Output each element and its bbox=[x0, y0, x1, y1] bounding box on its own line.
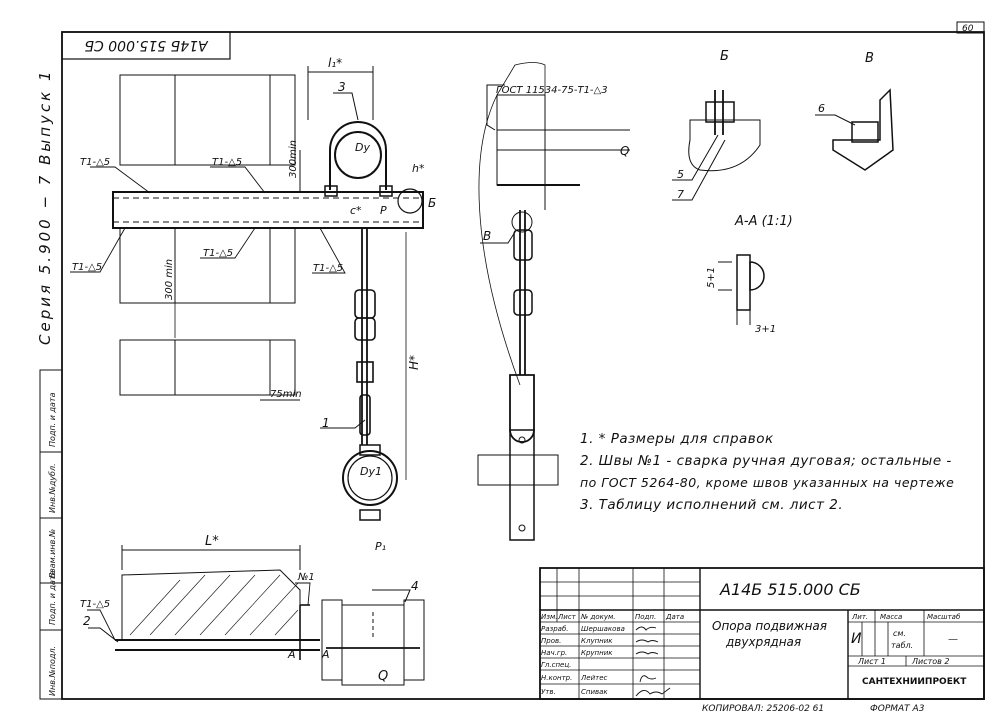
plan-view bbox=[112, 66, 424, 521]
weld-3: Т1-△5 bbox=[203, 248, 233, 259]
view-V-title: В bbox=[865, 51, 874, 66]
note-2-cont: по ГОСТ 5264-80, кроме швов указанных на… bbox=[580, 475, 955, 490]
doc-code-box bbox=[61, 31, 231, 60]
dim-L: L* bbox=[205, 534, 219, 549]
role-3: Гл.спец. bbox=[541, 661, 571, 669]
role-5: Утв. bbox=[541, 688, 556, 696]
weld-2: Т1-△5 bbox=[212, 157, 242, 168]
title-name-1: Опора подвижная bbox=[712, 619, 827, 633]
name-0: Шершакова bbox=[581, 625, 625, 633]
head-izm: Изм. bbox=[541, 613, 557, 621]
dim-c: c* bbox=[350, 204, 362, 217]
title-code: А14Б 515.000 СБ bbox=[719, 580, 861, 599]
organization: САНТЕХНИИПРОЕКТ bbox=[862, 677, 967, 687]
page-number: 60 bbox=[962, 24, 974, 34]
name-4: Лейтес bbox=[580, 674, 608, 682]
dim-5: 5+1 bbox=[706, 267, 717, 288]
signatures bbox=[635, 626, 671, 697]
weld-5: Т1-△5 bbox=[313, 263, 343, 274]
view-B-title: Б bbox=[720, 49, 729, 64]
dim-300-side: 300 min bbox=[164, 259, 175, 300]
strip-dup-inv: Инв.№дубл. bbox=[48, 463, 57, 513]
role-1: Пров. bbox=[541, 637, 561, 645]
role-4: Н.контр. bbox=[541, 674, 572, 682]
label-Dy1: Dу1 bbox=[360, 465, 382, 478]
weld-callouts bbox=[70, 166, 346, 641]
label-Dy: Dу bbox=[355, 141, 370, 154]
name-2: Крупник bbox=[581, 649, 613, 657]
dim-h: h* bbox=[412, 162, 425, 175]
head-list: Лист bbox=[557, 613, 577, 621]
label-P: P bbox=[380, 204, 387, 217]
side-view bbox=[477, 62, 630, 541]
label-P1: P₁ bbox=[375, 540, 386, 553]
section-AA-title: А-А (1:1) bbox=[734, 214, 793, 229]
lit-value: И bbox=[851, 631, 862, 647]
mark-5: 5 bbox=[677, 168, 684, 181]
title-name-2: двухрядная bbox=[725, 635, 801, 649]
sheet-frame bbox=[61, 21, 985, 700]
mark-4: 4 bbox=[411, 579, 419, 593]
scale-label: Масштаб bbox=[927, 613, 961, 621]
note-1: 1. * Размеры для справок bbox=[580, 431, 774, 447]
weld-no1: №1 bbox=[297, 572, 315, 583]
dim-75: 75min bbox=[270, 389, 302, 400]
mark-6: 6 bbox=[818, 102, 825, 115]
strip-inv-no: Инв.№подл. bbox=[48, 646, 57, 696]
role-2: Нач.гр. bbox=[541, 649, 567, 657]
drawing-notes: 1. * Размеры для справок 2. Швы №1 - сва… bbox=[580, 428, 980, 516]
head-sign: Подп. bbox=[635, 613, 656, 621]
mass-value-1: см. bbox=[893, 629, 906, 638]
section-A-left: А bbox=[287, 648, 296, 661]
dim-H: H* bbox=[407, 355, 421, 370]
bottom-view-hatch bbox=[129, 574, 299, 636]
weld-1: Т1-△5 bbox=[80, 157, 110, 168]
name-1: Клупник bbox=[581, 637, 613, 645]
sheet-label: Лист 1 bbox=[857, 657, 886, 666]
dim-300-top: 300min bbox=[288, 140, 299, 178]
strip-sign-date-1: Подп. и дата bbox=[48, 570, 57, 625]
series-label: Серия 5.900 − 7 Выпуск 1 bbox=[36, 68, 54, 345]
note-2: 2. Швы №1 - сварка ручная дуговая; остал… bbox=[580, 453, 952, 469]
gost-weld-label: ГОСТ 11534-75-Т1-△3 bbox=[496, 85, 608, 96]
mark-2: 2 bbox=[83, 614, 91, 628]
strip-sign-date-2: Подп. и дата bbox=[48, 392, 57, 447]
scale-value: — bbox=[948, 634, 958, 645]
section-A-right: А bbox=[321, 648, 330, 661]
sheets-label: Листов 2 bbox=[911, 657, 950, 666]
mass-label: Масса bbox=[880, 613, 902, 621]
mark-1: 1 bbox=[322, 416, 330, 430]
role-0: Разраб. bbox=[541, 625, 569, 633]
head-date: Дата bbox=[665, 613, 684, 621]
lit-label: Лит. bbox=[851, 613, 868, 621]
mark-3: 3 bbox=[338, 80, 346, 94]
doc-code-top: А14Б 515.000 СБ bbox=[84, 37, 208, 53]
format-label: ФОРМАТ А3 bbox=[870, 704, 925, 714]
label-Q: Q bbox=[620, 144, 629, 158]
view-mark-V: В bbox=[483, 229, 491, 243]
strip-replace-inv: Взам.инв.№ bbox=[48, 529, 57, 578]
dim-3: 3+1 bbox=[755, 324, 776, 335]
copied-label: КОПИРОВАЛ: 25206-02 61 bbox=[702, 704, 824, 714]
label-Q-bottom: Q bbox=[378, 669, 388, 684]
left-binding-strip bbox=[39, 369, 63, 700]
name-5: Спивак bbox=[581, 688, 608, 696]
weld-4: Т1-△5 bbox=[72, 262, 102, 273]
title-block-grid bbox=[539, 567, 985, 700]
dim-l1: l₁* bbox=[328, 56, 342, 70]
note-3: 3. Таблицу исполнений см. лист 2. bbox=[580, 497, 844, 513]
mass-value-2: табл. bbox=[891, 641, 913, 650]
view-mark-B: Б bbox=[428, 196, 436, 210]
bottom-view bbox=[88, 545, 425, 686]
head-doc: № докум. bbox=[580, 613, 616, 621]
weld-6: Т1-△5 bbox=[80, 599, 110, 610]
detail-views bbox=[672, 88, 894, 325]
mark-7: 7 bbox=[677, 188, 684, 201]
